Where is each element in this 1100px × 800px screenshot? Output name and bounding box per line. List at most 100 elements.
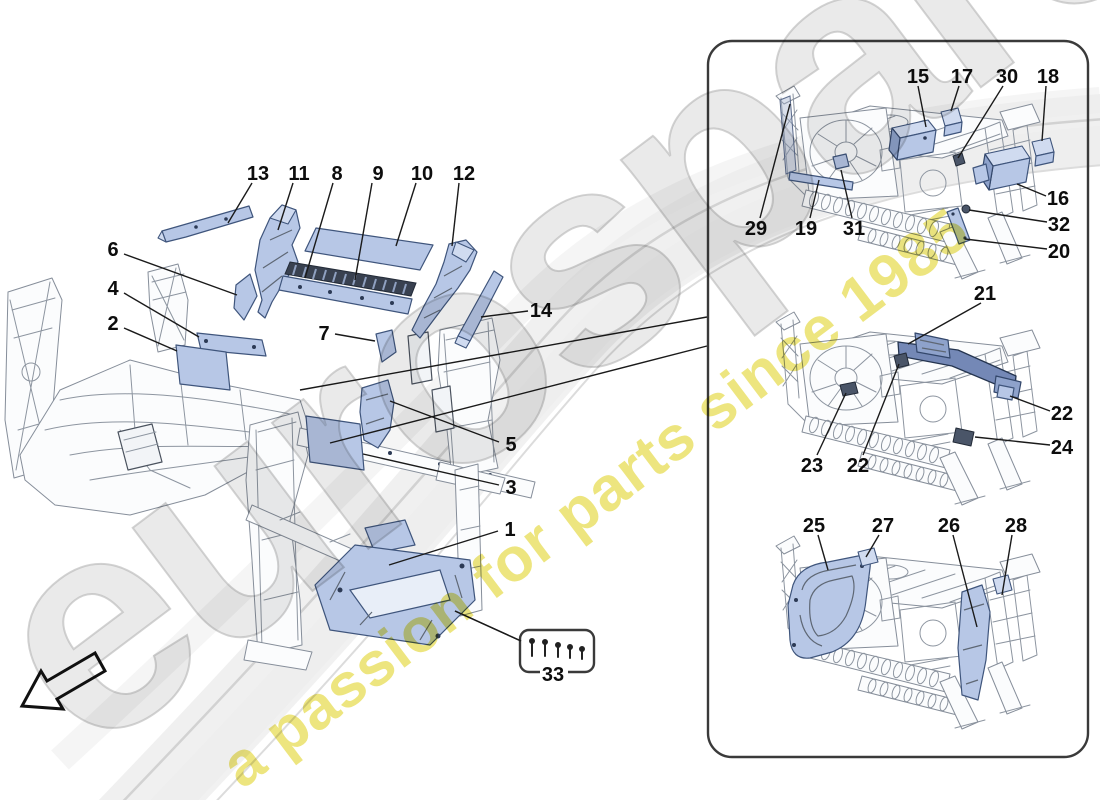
panel-callouts-middle: 21 22 24 23 22 bbox=[801, 283, 1074, 477]
callout-leader-25 bbox=[817, 534, 829, 571]
callout-label-18[interactable]: 18 bbox=[1037, 66, 1059, 88]
panel-callouts-lower: 25 27 26 28 bbox=[803, 515, 1027, 628]
part-18-bracket bbox=[1031, 137, 1055, 167]
callout-label-1[interactable]: 1 bbox=[504, 519, 515, 541]
main-callouts: 13 11 8 9 10 12 6 4 2 7 14 5 3 1 33 bbox=[107, 163, 564, 686]
part-10-panel bbox=[304, 227, 434, 271]
part-11-pillar bbox=[233, 204, 301, 321]
callout-leader-29 bbox=[759, 103, 791, 219]
callout-leader-17 bbox=[950, 85, 960, 112]
callout-label-5[interactable]: 5 bbox=[505, 434, 516, 456]
callout-leader-3 bbox=[362, 453, 500, 486]
callout-leader-31 bbox=[840, 169, 853, 219]
detail-panel-border bbox=[706, 39, 1090, 759]
part-8-sill-plate bbox=[278, 275, 413, 315]
callout-leader-19 bbox=[809, 179, 820, 219]
callout-label-21[interactable]: 21 bbox=[974, 283, 996, 305]
callout-leader-8 bbox=[304, 182, 334, 279]
callout-leader-23 bbox=[816, 392, 847, 456]
callout-label-4[interactable]: 4 bbox=[107, 278, 119, 300]
callout-label-22[interactable]: 22 bbox=[847, 455, 869, 477]
part-19-rail bbox=[788, 171, 854, 191]
callout-leader-12 bbox=[451, 182, 460, 247]
part-31-clip bbox=[832, 153, 850, 170]
part-25-quarter-panel bbox=[787, 555, 871, 659]
callout-leader-10 bbox=[395, 182, 417, 247]
callout-label-6[interactable]: 6 bbox=[107, 239, 118, 261]
part-14-rail bbox=[454, 270, 504, 349]
callout-leader-22 bbox=[862, 363, 900, 456]
callout-leader-20 bbox=[964, 238, 1048, 250]
callout-leader-5 bbox=[389, 400, 500, 443]
callout-leader-28 bbox=[1001, 534, 1013, 596]
callout-leader-32 bbox=[968, 209, 1048, 223]
part-32-bolt bbox=[961, 204, 971, 214]
callout-label-13[interactable]: 13 bbox=[247, 163, 269, 185]
part-13-rail bbox=[157, 205, 254, 243]
panel-section-lower: 25 27 26 28 bbox=[775, 515, 1041, 730]
detail-panel: 15 17 30 18 29 19 31 16 32 20 21 22 24 23 bbox=[706, 39, 1090, 759]
screw-icons bbox=[529, 638, 585, 660]
callout-label-11[interactable]: 11 bbox=[288, 163, 309, 185]
callout-label-2[interactable]: 2 bbox=[107, 313, 118, 335]
callout-label-20[interactable]: 20 bbox=[1048, 241, 1070, 263]
part-23-bracket bbox=[839, 381, 859, 397]
callout-leader-21 bbox=[907, 302, 982, 345]
callout-leader-13 bbox=[227, 182, 253, 224]
callout-label-7[interactable]: 7 bbox=[318, 323, 329, 345]
callout-label-33[interactable]: 33 bbox=[542, 664, 564, 686]
orientation-arrow-icon bbox=[19, 650, 108, 711]
callout-label-24[interactable]: 24 bbox=[1051, 437, 1074, 459]
callout-label-9[interactable]: 9 bbox=[372, 163, 383, 185]
fastener-box bbox=[454, 610, 596, 680]
callout-label-26[interactable]: 26 bbox=[938, 515, 960, 537]
callout-label-27[interactable]: 27 bbox=[872, 515, 894, 537]
callout-leader-24 bbox=[974, 436, 1051, 446]
reference-line-lower bbox=[329, 345, 708, 444]
part-16-box-beam bbox=[972, 145, 1031, 191]
part-27-bracket bbox=[857, 547, 879, 567]
callout-leader-27 bbox=[865, 534, 880, 558]
callout-label-31[interactable]: 31 bbox=[843, 218, 865, 240]
callout-label-19[interactable]: 19 bbox=[795, 218, 817, 240]
callout-label-22[interactable]: 22 bbox=[1051, 403, 1073, 425]
callout-label-8[interactable]: 8 bbox=[331, 163, 342, 185]
panel-callouts-upper: 15 17 30 18 29 19 31 16 32 20 bbox=[745, 66, 1070, 263]
callout-label-23[interactable]: 23 bbox=[801, 455, 823, 477]
part-5-member bbox=[359, 379, 395, 449]
part-26-pillar bbox=[957, 584, 991, 701]
callout-label-29[interactable]: 29 bbox=[745, 218, 767, 240]
callout-label-32[interactable]: 32 bbox=[1048, 214, 1070, 236]
callout-leader-30 bbox=[957, 85, 1004, 159]
callout-leader-4 bbox=[123, 292, 200, 338]
panel-section-upper: 15 17 30 18 29 19 31 16 32 20 bbox=[745, 66, 1070, 280]
callout-leader-2 bbox=[123, 327, 178, 352]
callout-leader-18 bbox=[1041, 85, 1047, 142]
callout-label-10[interactable]: 10 bbox=[411, 163, 433, 185]
callout-leader-14 bbox=[480, 310, 529, 318]
callout-leader-15 bbox=[917, 85, 927, 128]
part-3-panel bbox=[305, 415, 365, 471]
part-6-bracket bbox=[233, 273, 258, 321]
part-22-bracket-right bbox=[996, 384, 1015, 401]
part-28-bracket bbox=[992, 574, 1013, 595]
callout-leader-11 bbox=[277, 182, 294, 231]
part-9-grate bbox=[284, 261, 417, 297]
callout-label-12[interactable]: 12 bbox=[453, 163, 475, 185]
callout-label-15[interactable]: 15 bbox=[907, 66, 929, 88]
callout-label-25[interactable]: 25 bbox=[803, 515, 825, 537]
part-12-pillar bbox=[411, 239, 478, 339]
callout-label-17[interactable]: 17 bbox=[951, 66, 973, 88]
panel-section-middle: 21 22 24 23 22 bbox=[775, 283, 1074, 506]
callout-leader-26 bbox=[952, 534, 978, 628]
callout-label-14[interactable]: 14 bbox=[530, 300, 553, 322]
callout-label-28[interactable]: 28 bbox=[1005, 515, 1027, 537]
callout-label-16[interactable]: 16 bbox=[1047, 188, 1069, 210]
part-7-bracket bbox=[375, 329, 397, 363]
part-24-bracket bbox=[952, 427, 975, 447]
callout-label-30[interactable]: 30 bbox=[996, 66, 1018, 88]
callout-label-3[interactable]: 3 bbox=[505, 477, 516, 499]
callout-leader-16 bbox=[1016, 183, 1047, 197]
